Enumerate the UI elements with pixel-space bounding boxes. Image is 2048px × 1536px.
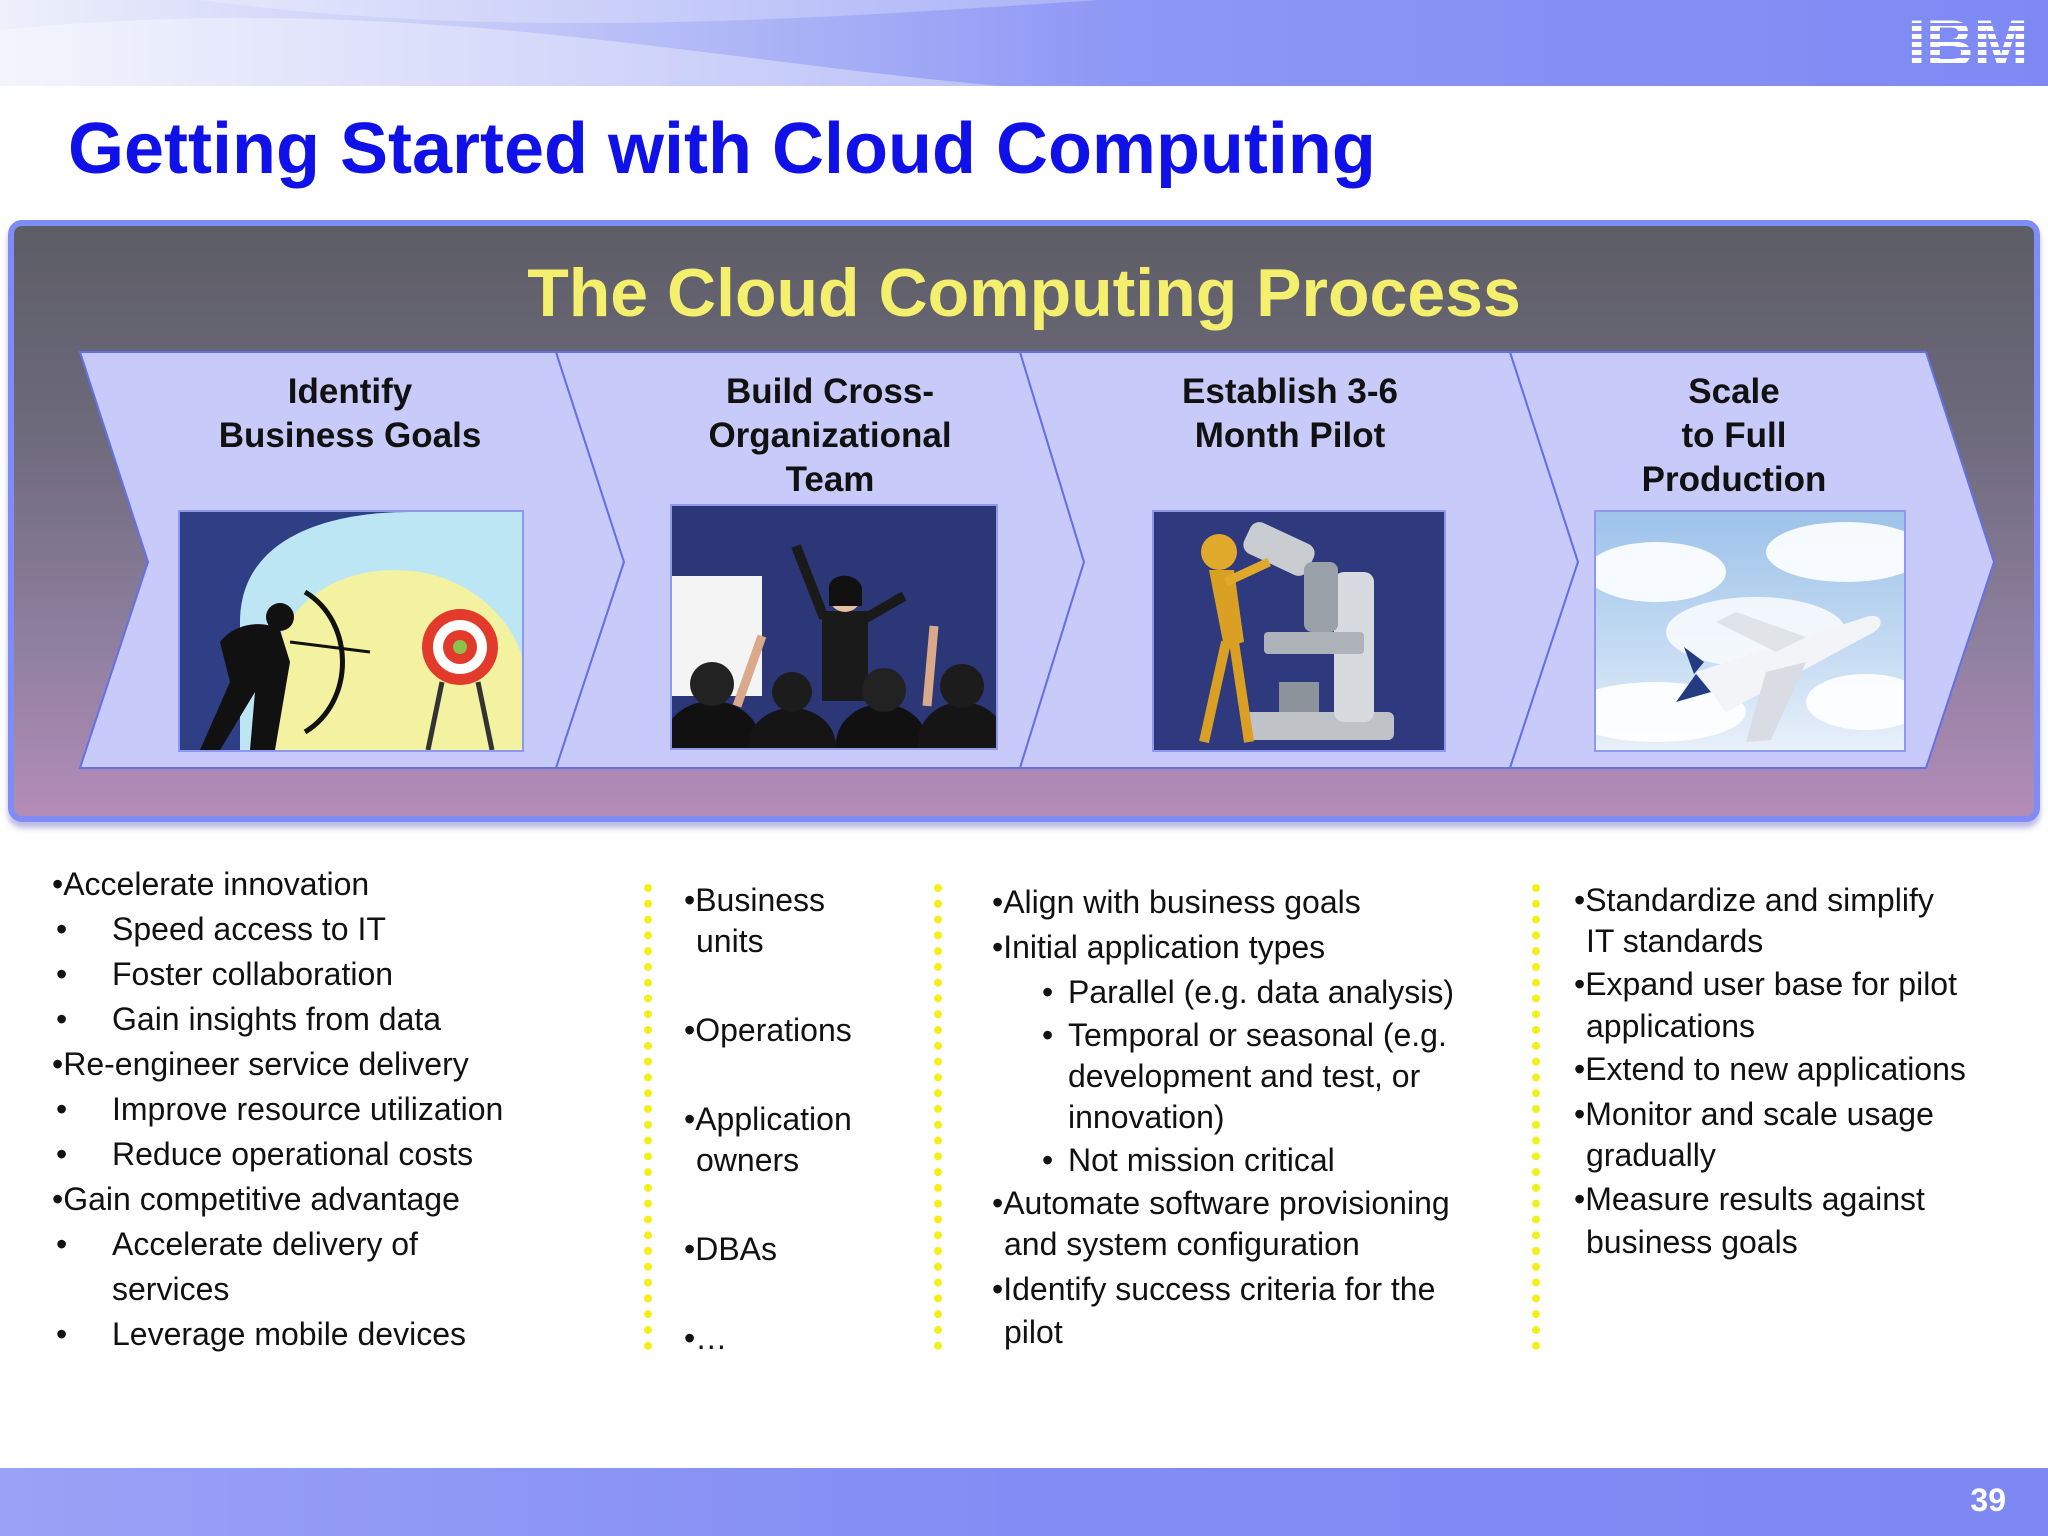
list-item: •Extend to new applications: [1574, 1051, 1966, 1087]
list-item: Gain insights from data: [52, 997, 503, 1042]
list-item: •Initial application types: [992, 929, 1326, 965]
ibm-logo: IBM: [1908, 10, 2029, 72]
archer-target-icon: [178, 510, 524, 752]
column-divider: [1532, 884, 1540, 1350]
list-item-continuation: applications: [1586, 1008, 1755, 1044]
list-item: •DBAs: [684, 1231, 777, 1267]
list-item-continuation: owners: [696, 1142, 800, 1178]
list-item: Leverage mobile devices: [52, 1312, 503, 1357]
list-item: Parallel (e.g. data analysis): [992, 970, 1454, 1015]
list-item: •Operations: [684, 1012, 852, 1048]
list-item-continuation: innovation): [1068, 1099, 1225, 1135]
list-item: •Re-engineer service delivery: [52, 1046, 469, 1082]
column-divider: [934, 884, 942, 1350]
list-item: •Accelerate innovation: [52, 866, 370, 902]
list-item-continuation: business goals: [1586, 1224, 1798, 1260]
stage-label-build-team: Build Cross- Organizational Team: [708, 372, 952, 499]
list-item: Accelerate delivery of: [52, 1222, 503, 1267]
list-item: Speed access to IT: [52, 907, 503, 952]
list-item-continuation: services: [112, 1271, 230, 1307]
process-title: The Cloud Computing Process: [527, 255, 1521, 331]
list-item: •Measure results against: [1574, 1181, 1925, 1217]
goals-list: •Accelerate innovation Speed access to I…: [52, 862, 503, 1357]
footer-bar: [0, 1468, 2048, 1536]
stage-label-identify-goals: Identify Business Goals: [218, 372, 482, 455]
list-item: •Expand user base for pilot: [1574, 966, 1957, 1002]
list-item: •Gain competitive advantage: [52, 1181, 460, 1217]
list-item: Reduce operational costs: [52, 1132, 503, 1177]
list-item: •Business: [684, 882, 826, 918]
list-item: •Automate software provisioning: [992, 1185, 1450, 1221]
list-item-continuation: units: [696, 923, 764, 959]
list-item-continuation: IT standards: [1586, 923, 1764, 959]
list-item: Foster collaboration: [52, 952, 503, 997]
list-item: Improve resource utilization: [52, 1087, 503, 1132]
list-item: •…: [684, 1320, 728, 1356]
list-item-continuation: development and test, or: [1068, 1058, 1421, 1094]
list-item: Temporal or seasonal (e.g.: [992, 1015, 1454, 1056]
team-list: •Business units •Operations •Application…: [684, 880, 852, 1359]
list-item: •Application: [684, 1101, 852, 1137]
scale-list: •Standardize and simplify IT standards •…: [1574, 880, 1966, 1261]
stage-label-scale: Scale to Full Production: [1641, 372, 1827, 499]
list-item-continuation: pilot: [1004, 1314, 1063, 1350]
list-item: •Standardize and simplify: [1574, 882, 1934, 918]
page-title: Getting Started with Cloud Computing: [68, 109, 1376, 189]
microscope-figure-icon: [1152, 510, 1446, 752]
page-number: 39: [1970, 1482, 2006, 1518]
list-item-continuation: gradually: [1586, 1137, 1716, 1173]
list-item: •Identify success criteria for the: [992, 1271, 1436, 1307]
list-item: Not mission critical: [992, 1138, 1454, 1183]
stage-label-pilot: Establish 3-6 Month Pilot: [1182, 372, 1398, 455]
column-divider: [644, 884, 652, 1350]
header-bar: IBM: [0, 0, 2048, 86]
list-item: •Monitor and scale usage: [1574, 1096, 1934, 1132]
airplane-sky-icon: [1594, 510, 1906, 752]
svg-text:IBM: IBM: [1908, 10, 2029, 72]
list-item-continuation: and system configuration: [1004, 1226, 1360, 1262]
header-swoosh-decoration: [0, 0, 1100, 86]
list-item: •Align with business goals: [992, 884, 1361, 920]
pilot-list: •Align with business goals •Initial appl…: [992, 880, 1454, 1351]
team-presentation-icon: [670, 504, 998, 750]
